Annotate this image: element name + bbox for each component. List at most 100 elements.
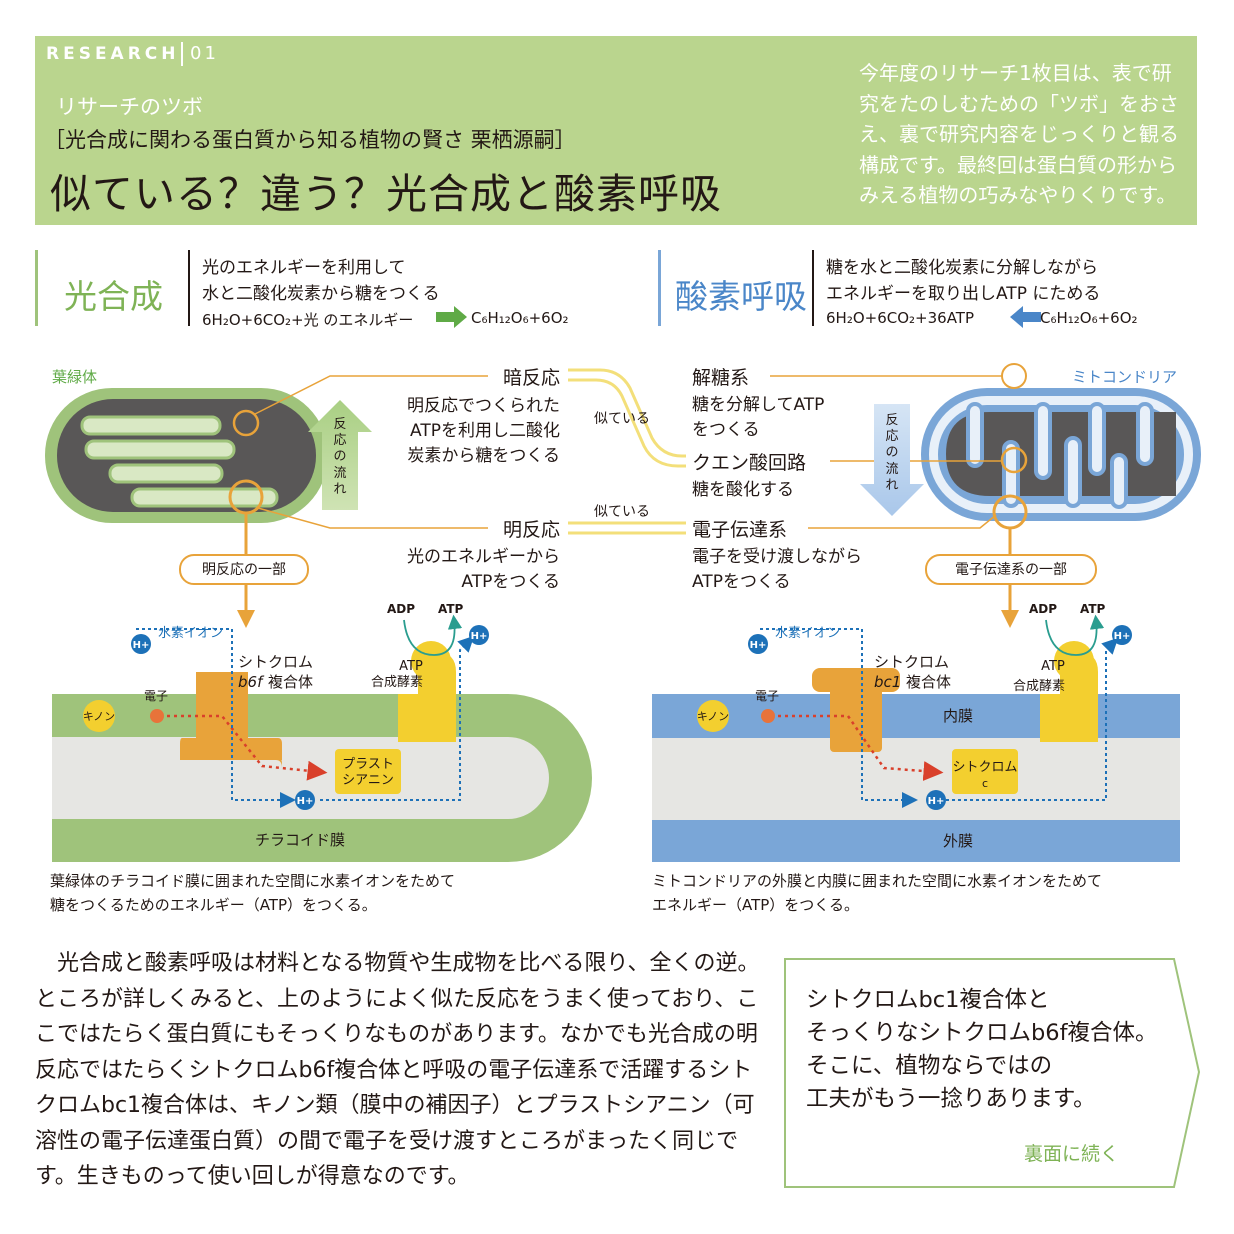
etc-part-label: 電子伝達系の一部 (955, 562, 1067, 578)
svg-text:の: の (333, 449, 346, 464)
adp-label: ADP (1029, 602, 1057, 616)
atp-synthase-label: ATP (399, 659, 423, 674)
hydrogen-ion-label: 水素イオン (775, 626, 840, 641)
left-caption-line: 糖をつくるためのエネルギー（ATP）をつくる。 (50, 896, 377, 914)
dark-reaction-desc: ATPを利用し二酸化 (410, 421, 560, 441)
photosynthesis-description: 光のエネルギーを利用して 水と二酸化炭素から糖をつくる (202, 255, 440, 307)
atp-label: ATP (1080, 602, 1106, 616)
mitochondria-figure (921, 388, 1201, 530)
respiration-description: 糖を水と二酸化炭素に分解しながら エネルギーを取り出しATP にためる (826, 255, 1100, 307)
mitochondria-label: ミトコンドリア (1072, 368, 1177, 386)
respiration-formula-right: C₆H₁₂O₆+6O₂ (1040, 309, 1138, 327)
cytochrome-bc1-label: 複合体 (906, 673, 951, 691)
etc-desc: 電子を受け渡しながら (692, 547, 862, 567)
article-subtitle: ［光合成に関わる蛋白質から知る植物の賢さ 栗栖源嗣］ (44, 128, 576, 152)
respiration-title: 酸素呼吸 (675, 277, 807, 316)
citric-acid-title: クエン酸回路 (692, 452, 806, 474)
cytochrome-c-label: シトクロム (952, 760, 1017, 775)
body-paragraph: 光合成と酸素呼吸は材料となる物質や生成物を比べる限り、全くの逆。ところが詳しくみ… (35, 951, 760, 1189)
h-plus-label: H+ (928, 796, 945, 807)
respiration-desc-line2: エネルギーを取り出しATP にためる (826, 284, 1101, 304)
photosynthesis-desc-line1: 光のエネルギーを利用して (202, 258, 406, 278)
arrow-right-icon (436, 306, 467, 328)
quinone-label: キノン (83, 710, 115, 723)
diagram: 葉緑体 反応の 流れ ミトコンドリア (45, 363, 1201, 862)
thylakoid-label: チラコイド膜 (255, 831, 345, 849)
callout-line: 工夫がもう一捻りあります。 (806, 1086, 1096, 1112)
cytochrome-bc1-label: bc1 (874, 673, 901, 691)
intro-text: 今年度のリサーチ1枚目は、表で研究をたのしむための「ツボ」をおさえ、裏で研究内容… (859, 61, 1179, 207)
electron-label: 電子 (144, 689, 168, 703)
callout-line: そこに、植物ならではの (806, 1053, 1053, 1079)
respiration-formula-left: 6H₂O+6CO₂+36ATP (826, 309, 975, 327)
dark-reaction-desc: 明反応でつくられた (407, 396, 560, 416)
atp-label: ATP (438, 602, 464, 616)
right-caption-line: エネルギー（ATP）をつくる。 (652, 896, 860, 914)
left-caption-line: 葉緑体のチラコイド膜に囲まれた空間に水素イオンをためて (50, 872, 456, 890)
callout-line: そっくりなシトクロムb6f複合体。 (806, 1020, 1158, 1046)
citric-acid-desc: 糖を酸化する (692, 480, 794, 500)
svg-text:流: 流 (885, 462, 898, 477)
research-label: RESEARCH (46, 44, 180, 64)
research-divider (181, 42, 183, 66)
etc-desc: ATPをつくる (692, 572, 791, 592)
right-caption-line: ミトコンドリアの外膜と内膜に囲まれた空間に水素イオンをためて (652, 872, 1103, 890)
chloroplast-figure (45, 388, 328, 523)
callout-box (784, 958, 1201, 1188)
dark-reaction-title: 暗反応 (503, 367, 560, 389)
photosynthesis-divider (188, 250, 190, 326)
photosynthesis-formula-right: C₆H₁₂O₆+6O₂ (471, 309, 569, 327)
h-plus-label: H+ (1114, 631, 1131, 642)
svg-text:流: 流 (333, 466, 346, 481)
photosynthesis-desc-line2: 水と二酸化炭素から糖をつくる (202, 284, 440, 304)
atp-synthase-label: ATP (1041, 659, 1065, 674)
callout-text: シトクロムbc1複合体と そっくりなシトクロムb6f複合体。 そこに、植物ならで… (806, 984, 1166, 1116)
photosynthesis-bar (35, 250, 38, 326)
similar-label: 似ている (594, 411, 650, 427)
svg-text:応: 応 (333, 433, 346, 448)
svg-text:反: 反 (333, 417, 346, 432)
outer-membrane-label: 外膜 (943, 832, 973, 850)
cytochrome-b6f-label: b6f (238, 673, 265, 691)
glycolysis-desc: 糖を分解してATP (692, 395, 824, 415)
similar-label: 似ている (594, 504, 650, 520)
h-plus-label: H+ (297, 796, 314, 807)
continue-link[interactable]: 裏面に続く (1024, 1143, 1120, 1165)
left-caption: 葉緑体のチラコイド膜に囲まれた空間に水素イオンをためて 糖をつくるためのエネルギ… (50, 869, 455, 917)
respiration-divider (812, 250, 814, 326)
svg-text:反: 反 (885, 413, 898, 428)
respiration-bar (658, 250, 661, 326)
svg-text:れ: れ (885, 478, 898, 493)
cytochrome-b6f-label: 複合体 (268, 673, 313, 691)
light-reaction-desc: ATPをつくる (461, 572, 560, 592)
plastocyanin-label: シアニン (342, 773, 394, 788)
light-part-label: 明反応の一部 (202, 562, 286, 578)
inner-membrane-label: 内膜 (943, 707, 973, 725)
svg-text:の: の (885, 445, 898, 460)
glycolysis-title: 解糖系 (692, 367, 749, 389)
svg-text:応: 応 (885, 429, 898, 444)
h-plus-label: H+ (750, 640, 767, 651)
arrow-left-icon (1010, 306, 1041, 328)
cytochrome-bc1-label: シトクロム (874, 653, 949, 671)
header-banner (35, 36, 1197, 225)
atp-synthase-label: 合成酵素 (371, 675, 423, 690)
cytochrome-b6f-label: シトクロム (238, 653, 313, 671)
svg-text:れ: れ (333, 482, 346, 497)
series-title: リサーチのツボ (56, 95, 203, 119)
photosynthesis-formula-left: 6H₂O+6CO₂+光 のエネルギー (202, 311, 414, 329)
callout-line: シトクロムbc1複合体と (806, 987, 1050, 1013)
photosynthesis-title: 光合成 (64, 277, 163, 316)
right-caption: ミトコンドリアの外膜と内膜に囲まれた空間に水素イオンをためて エネルギー（ATP… (652, 869, 1102, 917)
h-plus-label: H+ (471, 631, 488, 642)
respiration-desc-line1: 糖を水と二酸化炭素に分解しながら (826, 258, 1098, 278)
adp-label: ADP (387, 602, 415, 616)
etc-title: 電子伝達系 (692, 519, 787, 541)
quinone-label: キノン (697, 710, 729, 723)
cytochrome-c-label: c (982, 777, 988, 790)
plastocyanin-label: プラスト (342, 757, 394, 772)
glycolysis-desc: をつくる (692, 420, 760, 440)
h-plus-label: H+ (133, 640, 150, 651)
atp-synthase-label: 合成酵素 (1013, 679, 1065, 694)
hydrogen-ion-label: 水素イオン (158, 626, 223, 641)
